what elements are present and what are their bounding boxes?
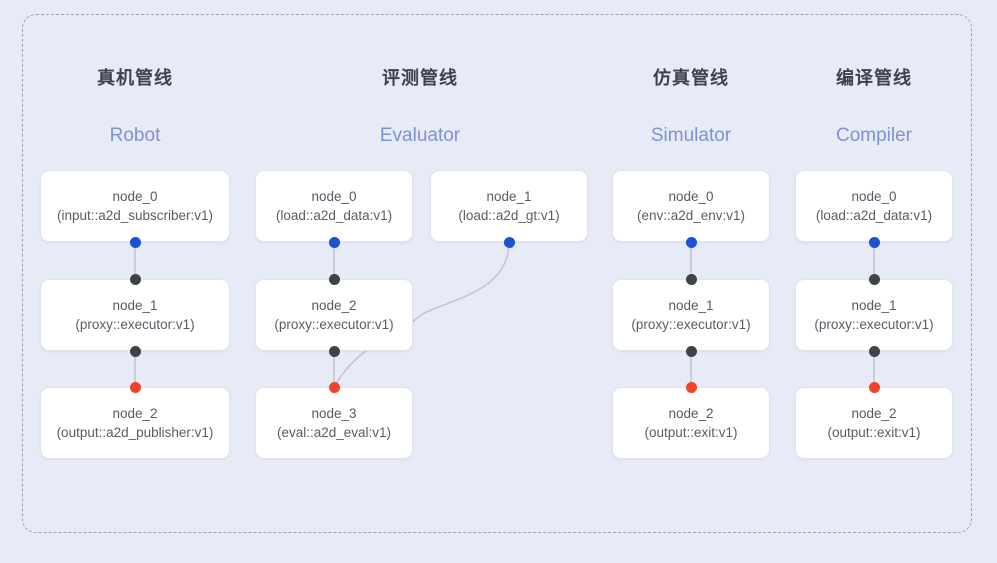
column-title-compiler: 编译管线 bbox=[836, 68, 912, 88]
link-port-icon[interactable] bbox=[328, 345, 340, 357]
node-name: node_1 bbox=[112, 298, 158, 313]
node-type: (load::a2d_gt:v1) bbox=[458, 208, 560, 223]
node-card[interactable]: node_2(proxy::executor:v1) bbox=[255, 279, 413, 351]
node-card[interactable]: node_1(proxy::executor:v1) bbox=[612, 279, 770, 351]
node-card[interactable]: node_0(load::a2d_data:v1) bbox=[255, 170, 413, 242]
node-name: node_1 bbox=[668, 298, 714, 313]
node-type: (output::a2d_publisher:v1) bbox=[56, 425, 214, 440]
node-type: (output::exit:v1) bbox=[827, 425, 921, 440]
node-type: (proxy::executor:v1) bbox=[75, 317, 195, 332]
node-name: node_0 bbox=[112, 189, 158, 204]
column-title-evaluator: 评测管线 bbox=[382, 68, 458, 88]
link-port-icon[interactable] bbox=[129, 273, 141, 285]
node-card[interactable]: node_0(env::a2d_env:v1) bbox=[612, 170, 770, 242]
link-port-icon[interactable] bbox=[868, 345, 880, 357]
node-card[interactable]: node_2(output::a2d_publisher:v1) bbox=[40, 387, 230, 459]
link-port-icon[interactable] bbox=[328, 273, 340, 285]
node-card[interactable]: node_1(load::a2d_gt:v1) bbox=[430, 170, 588, 242]
input-port-icon[interactable] bbox=[868, 236, 880, 248]
node-card[interactable]: node_2(output::exit:v1) bbox=[612, 387, 770, 459]
node-card[interactable]: node_2(output::exit:v1) bbox=[795, 387, 953, 459]
node-name: node_2 bbox=[311, 298, 357, 313]
node-type: (env::a2d_env:v1) bbox=[636, 208, 746, 223]
input-port-icon[interactable] bbox=[503, 236, 515, 248]
column-subtitle-compiler: Compiler bbox=[835, 125, 913, 146]
node-name: node_3 bbox=[311, 406, 357, 421]
node-card[interactable]: node_0(load::a2d_data:v1) bbox=[795, 170, 953, 242]
node-name: node_0 bbox=[311, 189, 357, 204]
node-name: node_2 bbox=[112, 406, 158, 421]
node-name: node_2 bbox=[668, 406, 714, 421]
column-subtitle-evaluator: Evaluator bbox=[379, 125, 461, 146]
node-type: (output::exit:v1) bbox=[644, 425, 738, 440]
node-name: node_1 bbox=[486, 189, 532, 204]
input-port-icon[interactable] bbox=[328, 236, 340, 248]
node-type: (proxy::executor:v1) bbox=[814, 317, 934, 332]
node-type: (proxy::executor:v1) bbox=[274, 317, 394, 332]
column-subtitle-simulator: Simulator bbox=[650, 125, 732, 146]
node-card[interactable]: node_1(proxy::executor:v1) bbox=[795, 279, 953, 351]
node-type: (eval::a2d_eval:v1) bbox=[276, 425, 392, 440]
column-subtitle-robot: Robot bbox=[109, 125, 161, 146]
output-port-icon[interactable] bbox=[868, 381, 880, 393]
node-type: (load::a2d_data:v1) bbox=[275, 208, 393, 223]
link-port-icon[interactable] bbox=[685, 345, 697, 357]
column-title-simulator: 仿真管线 bbox=[653, 68, 729, 88]
node-type: (input::a2d_subscriber:v1) bbox=[56, 208, 214, 223]
link-port-icon[interactable] bbox=[685, 273, 697, 285]
output-port-icon[interactable] bbox=[129, 381, 141, 393]
node-name: node_1 bbox=[851, 298, 897, 313]
node-name: node_0 bbox=[668, 189, 714, 204]
node-card[interactable]: node_1(proxy::executor:v1) bbox=[40, 279, 230, 351]
output-port-icon[interactable] bbox=[328, 381, 340, 393]
output-port-icon[interactable] bbox=[685, 381, 697, 393]
node-name: node_2 bbox=[851, 406, 897, 421]
node-type: (load::a2d_data:v1) bbox=[815, 208, 933, 223]
link-port-icon[interactable] bbox=[868, 273, 880, 285]
node-name: node_0 bbox=[851, 189, 897, 204]
input-port-icon[interactable] bbox=[129, 236, 141, 248]
node-card[interactable]: node_3(eval::a2d_eval:v1) bbox=[255, 387, 413, 459]
link-port-icon[interactable] bbox=[129, 345, 141, 357]
column-title-robot: 真机管线 bbox=[97, 68, 173, 88]
node-type: (proxy::executor:v1) bbox=[631, 317, 751, 332]
pipeline-group-frame bbox=[22, 14, 972, 533]
input-port-icon[interactable] bbox=[685, 236, 697, 248]
node-card[interactable]: node_0(input::a2d_subscriber:v1) bbox=[40, 170, 230, 242]
